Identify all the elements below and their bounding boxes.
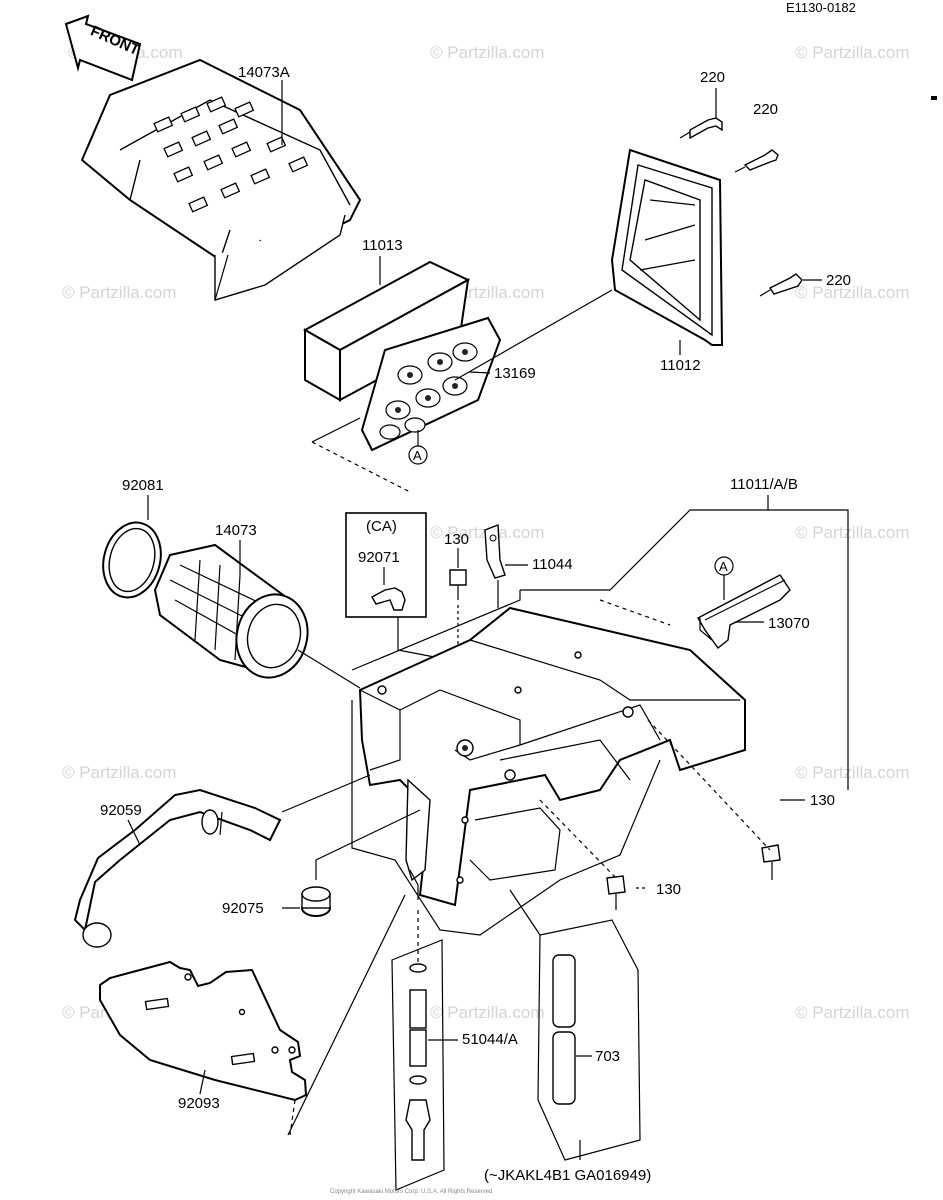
watermark: © Partzilla.com xyxy=(795,523,910,542)
label-220-a: 220 xyxy=(700,69,725,86)
guide-line xyxy=(539,799,617,879)
label-11013: 11013 xyxy=(362,237,403,254)
label-92071: 92071 xyxy=(358,549,400,566)
filter-holder xyxy=(360,316,502,452)
bolt-130-middle xyxy=(606,875,626,910)
plate-92093 xyxy=(99,960,308,1102)
filter-frame xyxy=(610,148,724,346)
watermark: © Partzilla.com xyxy=(62,283,177,302)
guide-line xyxy=(599,599,671,626)
guide-line xyxy=(297,649,361,689)
watermark: © Partzilla.com xyxy=(430,43,545,62)
o-ring xyxy=(102,521,162,599)
guide-line xyxy=(289,1099,296,1136)
label-51044: 51044/A xyxy=(462,1031,518,1048)
watermark: © Partzilla.com xyxy=(795,1003,910,1022)
ca-inset-box xyxy=(345,512,451,661)
label-ca: (CA) xyxy=(366,518,397,535)
tube-panel xyxy=(537,919,641,1161)
label-130-b: 130 xyxy=(810,792,835,809)
grommet-92075 xyxy=(301,886,331,917)
air-box-housing xyxy=(358,606,746,907)
svg-text:A: A xyxy=(413,448,422,463)
guide-line xyxy=(281,774,371,813)
marker-a-upper: A xyxy=(408,430,428,465)
marker-a-lower: A xyxy=(714,556,734,600)
label-703: 703 xyxy=(595,1048,620,1065)
screw-220-b xyxy=(734,149,779,173)
bolt-130-right xyxy=(761,844,781,880)
label-11011: 11011/A/B xyxy=(730,476,798,493)
label-92093: 92093 xyxy=(178,1095,220,1112)
intake-duct xyxy=(153,543,309,679)
watermark: © Partzilla.com xyxy=(795,763,910,782)
leader-11011 xyxy=(768,509,849,790)
leader-92093 xyxy=(199,1069,206,1095)
guide-line xyxy=(509,889,541,936)
watermark: © Partzilla.com xyxy=(62,763,177,782)
screw-220-c xyxy=(759,273,803,297)
guide-line xyxy=(454,289,613,381)
leader-13169 xyxy=(469,371,491,374)
copyright-footer: Copyright Kawasaki Motors Corp. U.S.A. A… xyxy=(330,1189,492,1195)
leader-92059 xyxy=(127,819,141,846)
guide-line xyxy=(315,809,421,880)
label-11044: 11044 xyxy=(532,556,573,573)
front-arrow-icon: FRONT xyxy=(64,14,142,82)
edge-mark xyxy=(931,96,937,100)
air-cleaner-cover xyxy=(80,58,362,301)
screw-220-a xyxy=(679,117,723,140)
label-92075: 92075 xyxy=(222,900,264,917)
label-14073A: 14073A xyxy=(238,64,290,81)
label-13169: 13169 xyxy=(494,365,536,382)
label-92081: 92081 xyxy=(122,477,164,494)
breather-hose xyxy=(73,788,282,948)
label-92059: 92059 xyxy=(100,802,142,819)
guide-line xyxy=(351,590,521,671)
label-13070: 13070 xyxy=(768,615,810,632)
label-serial: (~JKAKL4B1 GA016949) xyxy=(484,1167,651,1184)
guide-line xyxy=(287,894,406,1136)
watermark: © Partzilla.com xyxy=(430,1003,545,1022)
label-220-c: 220 xyxy=(826,272,851,289)
bolt-130-top xyxy=(449,569,467,600)
drain-plug-panel xyxy=(391,939,445,1191)
guide-line xyxy=(647,719,771,851)
clip-13070 xyxy=(697,574,791,650)
guide-line xyxy=(311,441,411,493)
label-14073: 14073 xyxy=(215,522,257,539)
diagram-code: E1130-0182 xyxy=(786,0,856,15)
watermark: © Partzilla.com xyxy=(795,43,910,62)
svg-text:A: A xyxy=(719,559,728,574)
watermark: © Partzilla.com xyxy=(795,283,910,302)
label-11012: 11012 xyxy=(660,357,701,374)
guide-line xyxy=(311,417,361,443)
label-220-b: 220 xyxy=(753,101,778,118)
filter-element xyxy=(302,260,471,402)
housing-outline xyxy=(351,700,661,936)
leader-11011 xyxy=(520,495,769,591)
bracket-11044 xyxy=(484,524,506,579)
label-130-c: 130 xyxy=(656,881,681,898)
label-130-a: 130 xyxy=(444,531,469,548)
